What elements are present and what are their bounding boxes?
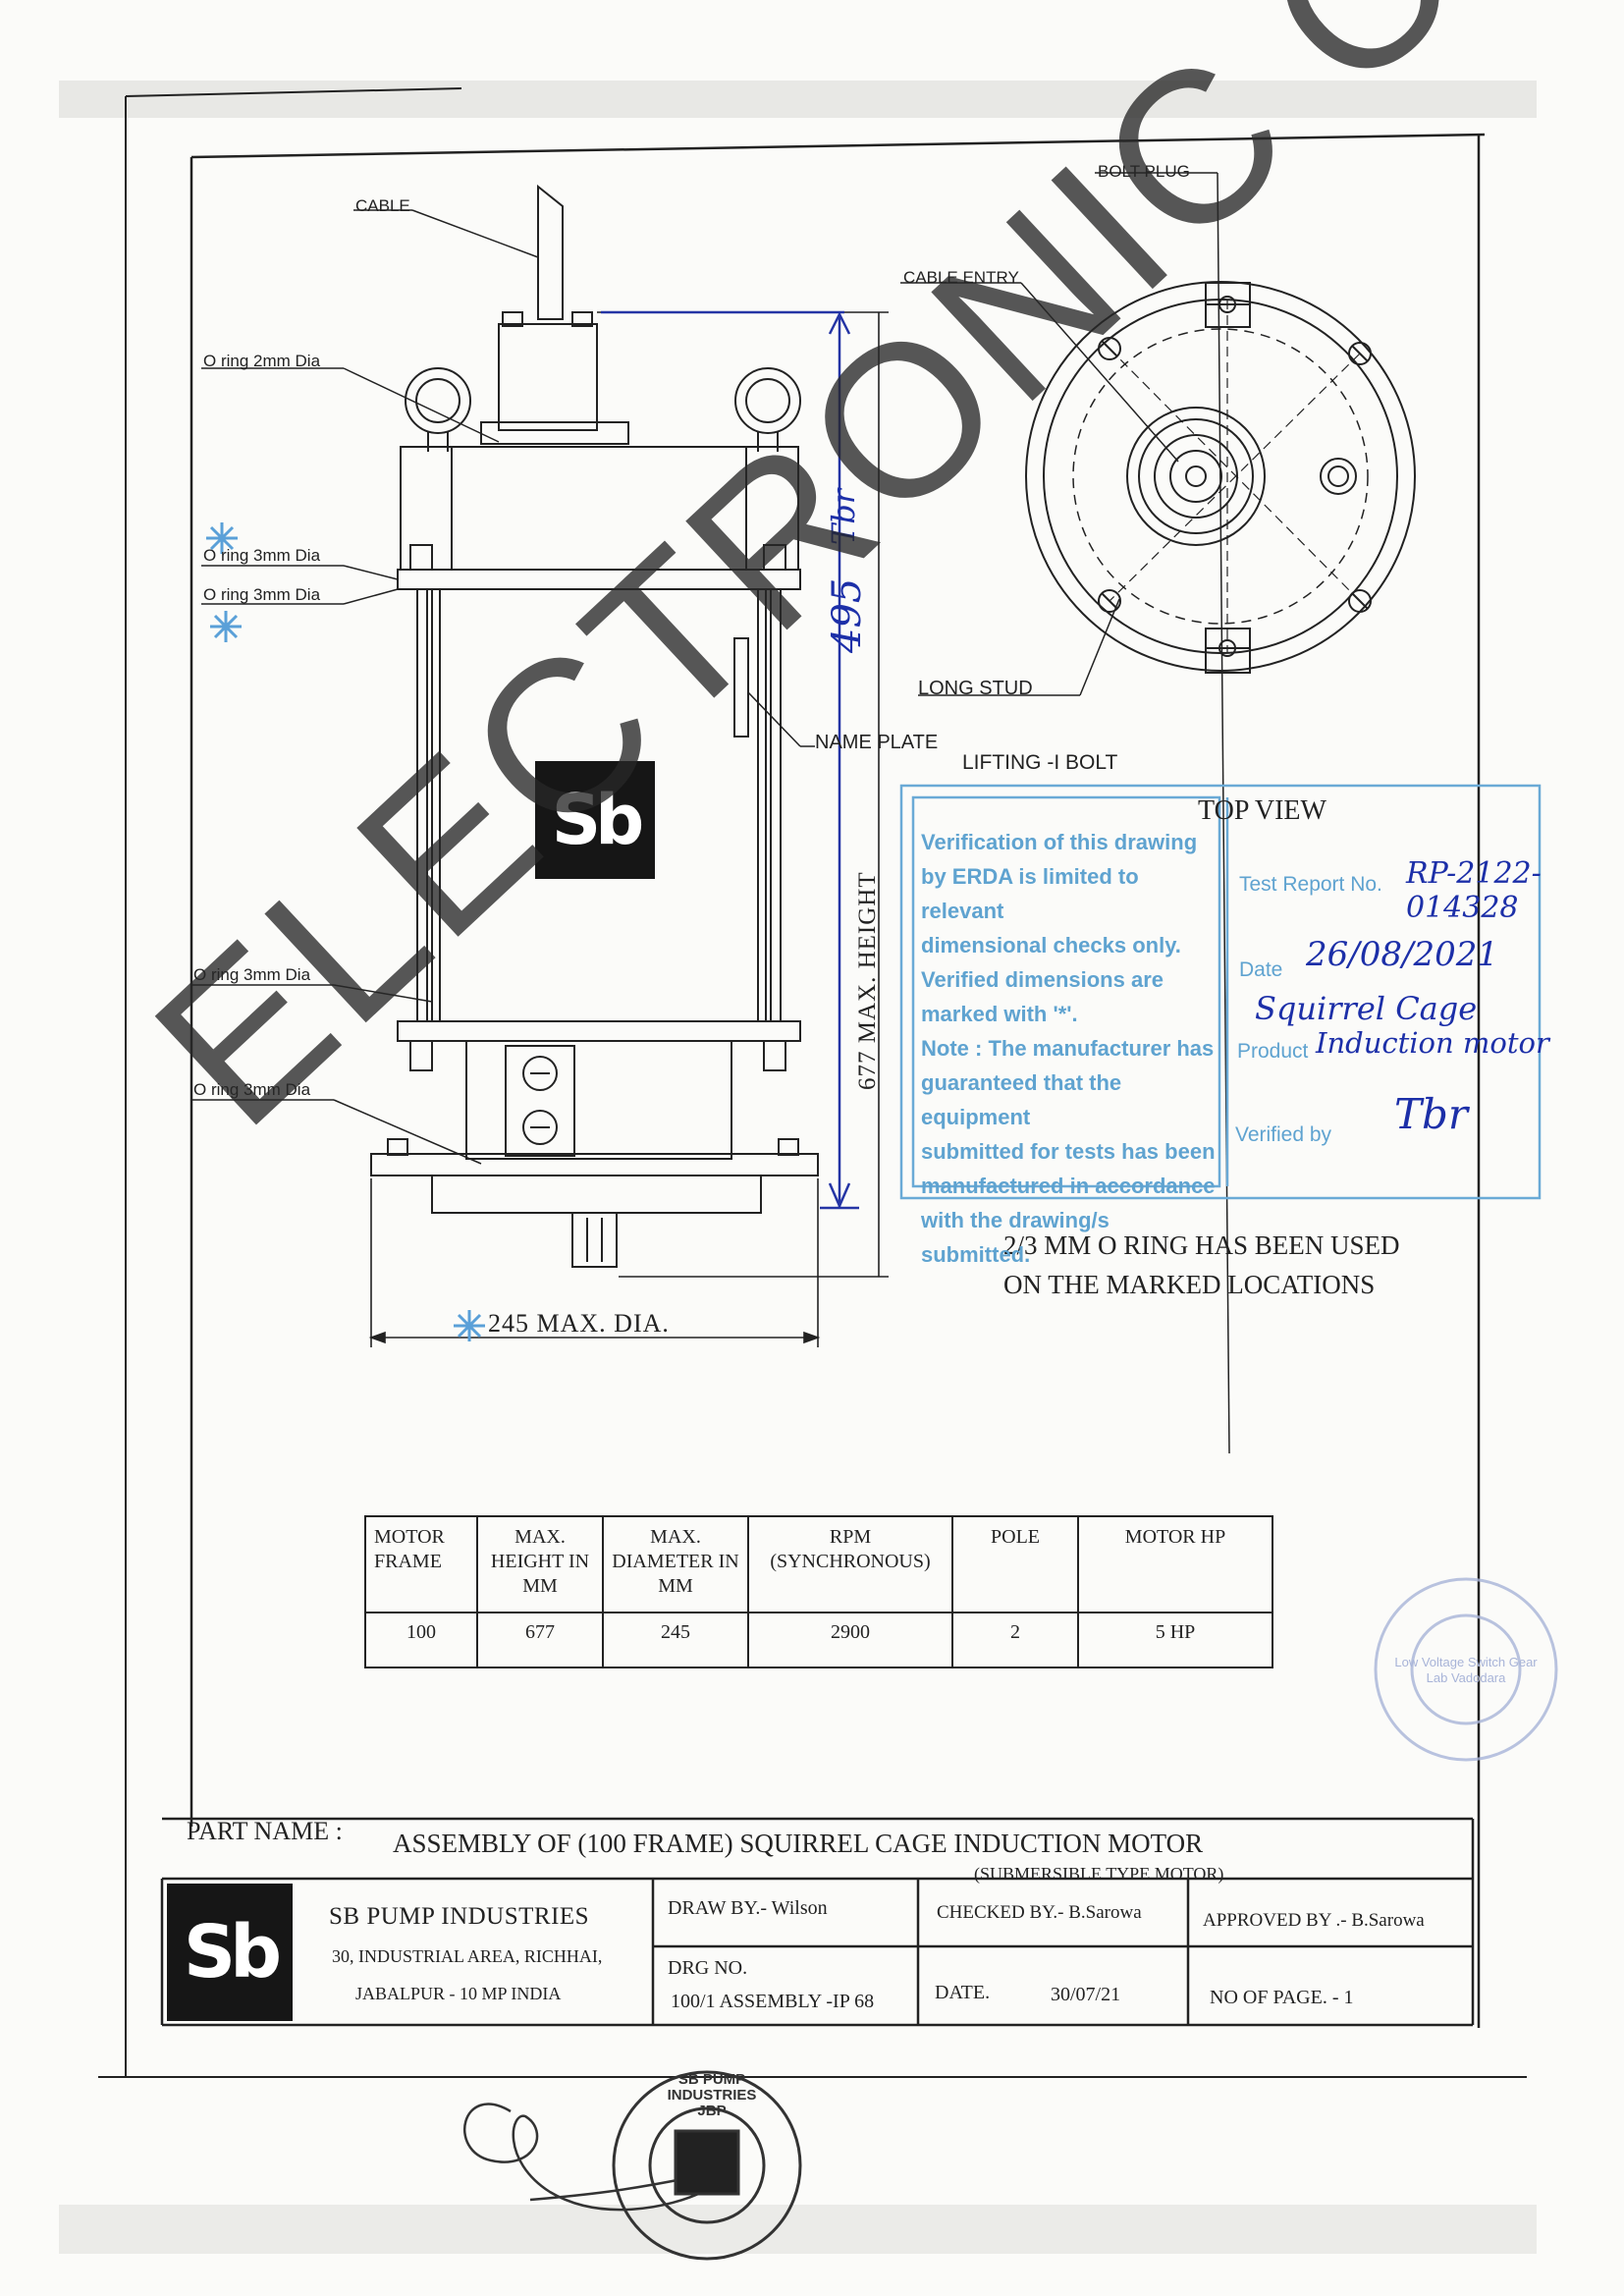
- company-name: SB PUMP INDUSTRIES: [329, 1903, 590, 1930]
- spec-header-pole: POLE: [951, 1515, 1079, 1613]
- top-view: [1025, 281, 1416, 674]
- motor-elevation: [370, 184, 819, 1268]
- stamp-line-9: manufactured in accordance: [921, 1174, 1216, 1198]
- diameter-dimension: 245 MAX. DIA.: [488, 1309, 670, 1338]
- stamp-line-6: Note : The manufacturer has: [921, 1036, 1215, 1061]
- lab-seal: [1374, 1577, 1558, 1762]
- page-count: NO OF PAGE. - 1: [1210, 1987, 1354, 2008]
- spec-cell-frame: 100: [364, 1612, 478, 1668]
- handwritten-height: 495: [825, 577, 870, 653]
- spec-header-frame: MOTOR FRAME: [364, 1515, 478, 1613]
- leader-lines: [191, 172, 1230, 1454]
- spec-cell-height: 677: [476, 1612, 604, 1668]
- inner-frame: [189, 133, 1486, 2028]
- lifting-bolt-label: LIFTING -I BOLT: [962, 751, 1118, 774]
- stamp-line-10: with the drawing/s submitted.: [921, 1208, 1110, 1267]
- oring-3mm-label-3: O ring 3mm Dia: [193, 965, 311, 984]
- table-row: 100 677 245 2900 2 5 HP: [364, 1612, 1273, 1668]
- outer-border: [98, 87, 1527, 2078]
- part-subtitle: (SUBMERSIBLE TYPE MOTOR): [974, 1864, 1224, 1884]
- cable-entry-label: CABLE ENTRY: [903, 268, 1019, 287]
- handwritten-dimension: [601, 310, 859, 1210]
- stamp-date-value: 26/08/2021: [1306, 935, 1498, 974]
- name-plate-label: NAME PLATE: [815, 732, 939, 753]
- test-report-label: Test Report No.: [1239, 873, 1382, 896]
- oring-2mm-label: O ring 2mm Dia: [203, 352, 321, 370]
- spec-cell-hp: 5 HP: [1077, 1612, 1273, 1668]
- erda-stamp-text: Verification of this drawing by ERDA is …: [921, 825, 1216, 1272]
- company-logo: Sb: [167, 1884, 293, 2021]
- motor-logo-text: Sb: [551, 780, 644, 860]
- stamp-line-7: guaranteed that the equipment: [921, 1070, 1122, 1129]
- drawn-by: DRAW BY.- Wilson: [668, 1897, 828, 1919]
- lab-seal-text: Low Voltage Switch Gear Lab Vadodara: [1394, 1655, 1538, 1685]
- spec-header-height: MAX. HEIGHT IN MM: [476, 1515, 604, 1613]
- company-seal: [612, 2070, 802, 2261]
- stamp-line-3: dimensional checks only.: [921, 933, 1181, 957]
- checked-by: CHECKED BY.- B.Sarowa: [937, 1902, 1142, 1923]
- company-address-1: 30, INDUSTRIAL AREA, RICHHAI,: [332, 1946, 603, 1966]
- part-name: ASSEMBLY OF (100 FRAME) SQUIRREL CAGE IN…: [393, 1829, 1204, 1858]
- oring-note-line-2: ON THE MARKED LOCATIONS: [1003, 1270, 1376, 1299]
- stamp-line-1: Verification of this drawing: [921, 830, 1198, 854]
- oring-3mm-label-4: O ring 3mm Dia: [193, 1080, 311, 1099]
- part-name-label: PART NAME :: [187, 1817, 343, 1845]
- company-seal-text: SB PUMP INDUSTRIES JBP: [667, 2071, 757, 2119]
- stamp-line-2: by ERDA is limited to relevant: [921, 864, 1139, 923]
- oring-note-line-1: 2/3 MM O RING HAS BEEN USED: [1003, 1230, 1400, 1260]
- long-stud-label: LONG STUD: [918, 678, 1033, 699]
- bolt-plug-label: BOLT PLUG: [1098, 162, 1190, 181]
- spec-table-header-row: MOTOR FRAME MAX. HEIGHT IN MM MAX. DIAME…: [364, 1515, 1273, 1613]
- erda-stamp-frame: [899, 784, 1542, 1200]
- spec-header-rpm: RPM (SYNCHRONOUS): [747, 1515, 953, 1613]
- stamp-verified-label: Verified by: [1235, 1123, 1332, 1146]
- date-value: 30/07/21: [1051, 1984, 1121, 2005]
- spec-cell-diameter: 245: [602, 1612, 749, 1668]
- company-logo-text: Sb: [183, 1910, 282, 1995]
- stamp-line-8: submitted for tests has been: [921, 1139, 1216, 1164]
- test-report-value: RP-2122-014328: [1406, 856, 1542, 925]
- asterisk-marks: [206, 522, 485, 1341]
- spec-cell-rpm: 2900: [747, 1612, 953, 1668]
- handwritten-signature: [462, 2103, 708, 2212]
- approved-by: APPROVED BY .- B.Sarowa: [1203, 1910, 1425, 1931]
- drg-no-label: DRG NO.: [668, 1957, 748, 1979]
- cable-label: CABLE: [355, 196, 410, 215]
- stamp-line-4: Verified dimensions are: [921, 967, 1164, 992]
- handwritten-height-initials: Tbr: [825, 488, 862, 545]
- stamp-product-label: Product: [1237, 1040, 1309, 1063]
- spec-table: MOTOR FRAME MAX. HEIGHT IN MM MAX. DIAME…: [364, 1515, 1273, 1668]
- spec-header-hp: MOTOR HP: [1077, 1515, 1273, 1613]
- stamp-product-value-1: Squirrel Cage: [1255, 990, 1478, 1027]
- title-block-lines: [160, 1817, 1475, 2027]
- drg-no: 100/1 ASSEMBLY -IP 68: [671, 1991, 875, 2012]
- spec-cell-pole: 2: [951, 1612, 1079, 1668]
- oring-3mm-label-1: O ring 3mm Dia: [203, 546, 321, 565]
- spec-header-diameter: MAX. DIAMETER IN MM: [602, 1515, 749, 1613]
- top-view-label: TOP VIEW: [1198, 795, 1326, 826]
- stamp-date-label: Date: [1239, 958, 1283, 981]
- company-address-2: JABALPUR - 10 MP INDIA: [355, 1984, 562, 2003]
- oring-3mm-label-2: O ring 3mm Dia: [203, 585, 321, 604]
- oring-note: 2/3 MM O RING HAS BEEN USED ON THE MARKE…: [1003, 1226, 1400, 1304]
- height-dimension: 677 MAX. HEIGHT: [854, 871, 881, 1090]
- stamp-line-5: marked with '*'.: [921, 1002, 1078, 1026]
- stamp-verified-signature: Tbr: [1394, 1090, 1468, 1138]
- motor-logo: Sb: [535, 761, 655, 879]
- stamp-product-value-2: Induction motor: [1316, 1026, 1549, 1060]
- date-label: DATE.: [935, 1982, 991, 2003]
